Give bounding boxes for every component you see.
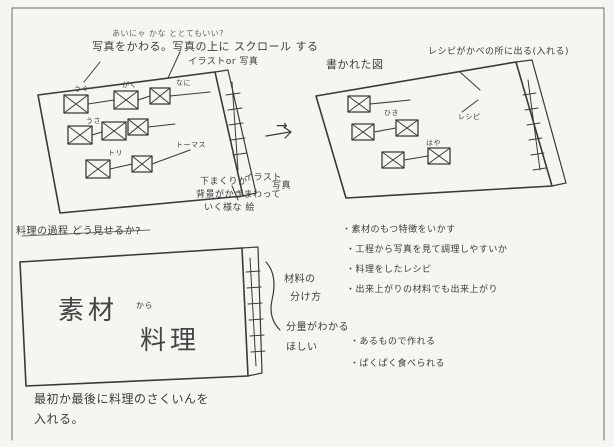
bottom-left-center-text: 素材: [58, 296, 119, 326]
top-right-node-label: ひき: [384, 109, 399, 117]
top-left-node-label: トリ: [108, 149, 123, 157]
top-left-note-small: あいにゃ かな ととてもいい?: [112, 29, 225, 38]
middle-note: ほしい: [286, 342, 318, 353]
bottom-left-center-text: から: [136, 301, 153, 310]
right-note-item: ・料理をしたレシピ: [346, 265, 432, 275]
top-left-note-main: 写真をかわる。写真の上に スクロール する: [92, 40, 319, 53]
top-left-node-label: なに: [176, 79, 191, 87]
top-right-node-label: レシピ: [458, 113, 481, 121]
right-note-item: ・素材のもつ特徴をいかす: [342, 225, 456, 235]
top-right-node-label: はや: [426, 139, 441, 147]
top-left-bottom-note: 下まくりか: [200, 177, 248, 187]
middle-note: 材料の: [284, 274, 316, 285]
top-left-bottom-note: 背景がかきまわって: [196, 190, 282, 200]
top-left-node-label: がく: [122, 81, 137, 89]
top-left-side-label: イラスト: [244, 173, 282, 183]
middle-note: 分量がわかる: [286, 322, 349, 333]
right-note-item: ・出来上がりの材料でも出来上がり: [346, 285, 499, 295]
top-left-node-label: トーマス: [176, 141, 206, 149]
bottom-left-center-text: 料理: [140, 326, 201, 356]
top-right-title: 書かれた図: [326, 58, 384, 71]
transition-arrow: →: [276, 118, 289, 134]
top-left-bottom-note: いく様な 絵: [204, 203, 255, 213]
top-left-node-label: うさ: [86, 117, 101, 125]
right-note-item: ・ぱくぱく食べられる: [350, 359, 446, 369]
bottom-left-caption: 入れる。: [34, 412, 85, 426]
bottom-left-heading: 料理の過程 どう見せるか?: [16, 226, 141, 237]
top-right-note: レシピがかべの所に出る(入れる): [428, 47, 570, 57]
middle-note: 分け方: [290, 292, 322, 303]
right-note-item: ・あるもので作れる: [350, 337, 436, 347]
bottom-left-caption: 最初か最後に料理のさくいんを: [34, 392, 210, 406]
top-left-note-sub: イラストor 写真: [188, 57, 259, 67]
top-left-node-label: うぐ: [74, 85, 89, 93]
top-left-side-label: 写真: [272, 181, 292, 191]
right-note-item: ・工程から写真を見て調理しやすいか: [346, 245, 508, 255]
